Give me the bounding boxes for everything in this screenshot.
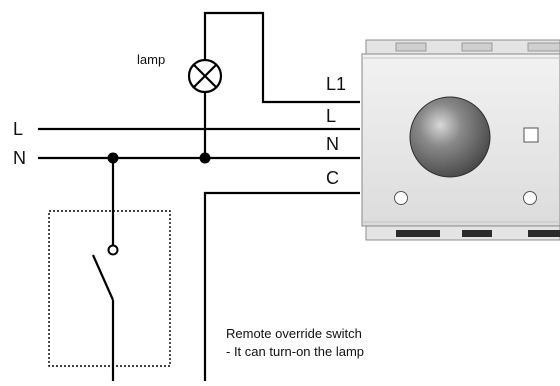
screw-hole-right-icon [523, 191, 537, 205]
terminal-label-L: L [326, 106, 336, 126]
note-line-2: - It can turn-on the lamp [226, 344, 364, 359]
terminal-label-L1: L1 [326, 74, 346, 94]
sensor-dome-icon [409, 96, 491, 178]
left-label-L: L [13, 119, 23, 139]
junction-dot-switch [107, 152, 119, 164]
note-line-1: Remote override switch [226, 326, 362, 341]
left-label-N: N [13, 148, 26, 168]
wire-C [203, 191, 360, 381]
switch-enclosure [48, 210, 171, 367]
terminal-label-N: N [326, 134, 339, 154]
wires [38, 11, 360, 381]
sensor-device-icon [361, 39, 560, 241]
junction-dot-lamp [199, 152, 211, 164]
lamp-label: lamp [137, 52, 165, 67]
terminal-label-C: C [326, 168, 339, 188]
wire-L1 [203, 11, 360, 104]
lamp-icon [187, 58, 223, 94]
switch-icon [91, 244, 119, 301]
indicator-square-icon [523, 127, 539, 143]
screw-hole-left-icon [394, 191, 408, 205]
